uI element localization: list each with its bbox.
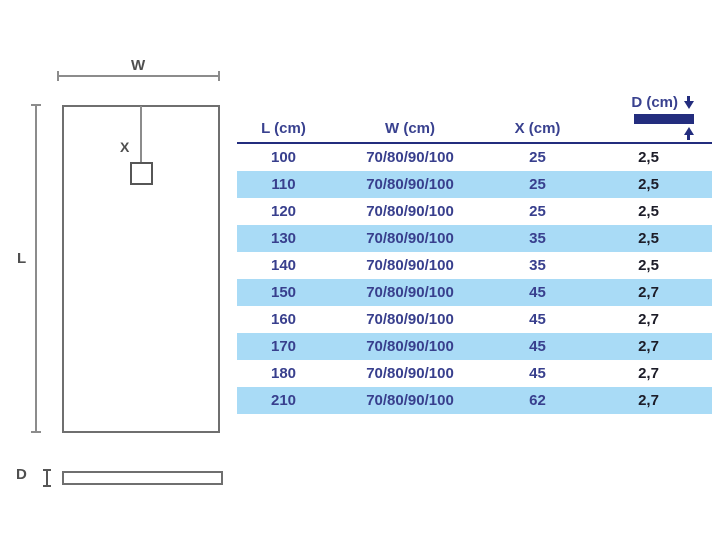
cell-width: 70/80/90/100 — [366, 338, 454, 355]
depth-dimension-tick-icon — [42, 469, 52, 487]
length-dimension-label: L — [17, 250, 27, 267]
ibeam-serif-bottom — [43, 485, 51, 487]
header-length: L (cm) — [261, 120, 306, 137]
cell-length: 140 — [270, 257, 297, 274]
width-dimension-tick-right — [218, 71, 220, 81]
table-row: 210 70/80/90/100 62 2,7 — [237, 387, 712, 414]
length-dimension-tick-top — [31, 104, 41, 106]
cell-drain-distance: 25 — [529, 149, 546, 166]
cell-depth: 2,5 — [638, 257, 659, 274]
header-depth-row: D (cm) — [631, 94, 694, 111]
cell-length: 130 — [270, 230, 297, 247]
cell-depth: 2,5 — [638, 203, 659, 220]
cell-depth: 2,7 — [638, 392, 659, 409]
table-row: 100 70/80/90/100 25 2,5 — [237, 144, 712, 171]
arrow-up-icon — [683, 127, 694, 140]
ibeam-bar — [46, 470, 48, 486]
arrow-stem — [687, 96, 690, 101]
table-row: 180 70/80/90/100 45 2,7 — [237, 360, 712, 387]
arrow-down-icon — [683, 96, 694, 109]
cell-width: 70/80/90/100 — [366, 203, 454, 220]
cell-length: 120 — [270, 203, 297, 220]
cell-depth: 2,7 — [638, 284, 659, 301]
cell-width: 70/80/90/100 — [366, 149, 454, 166]
header-depth: D (cm) — [631, 94, 678, 111]
drain-square — [130, 162, 153, 185]
cell-length: 150 — [270, 284, 297, 301]
drain-distance-label: X — [120, 139, 130, 155]
cell-drain-distance: 45 — [529, 284, 546, 301]
cell-depth: 2,5 — [638, 176, 659, 193]
cell-width: 70/80/90/100 — [366, 230, 454, 247]
cell-length: 210 — [270, 392, 297, 409]
tray-side-profile-outline — [62, 471, 223, 485]
cell-depth: 2,5 — [638, 149, 659, 166]
table-row: 170 70/80/90/100 45 2,7 — [237, 333, 712, 360]
header-depth-group: D (cm) — [631, 94, 712, 140]
width-dimension-label: W — [131, 57, 146, 74]
arrow-head — [683, 127, 694, 135]
width-dimension-tick-left — [57, 71, 59, 81]
cell-depth: 2,5 — [638, 230, 659, 247]
cell-width: 70/80/90/100 — [366, 311, 454, 328]
cell-length: 170 — [270, 338, 297, 355]
cell-width: 70/80/90/100 — [366, 392, 454, 409]
cell-drain-distance: 25 — [529, 176, 546, 193]
depth-dimension-label: D — [16, 466, 27, 483]
table-row: 130 70/80/90/100 35 2,5 — [237, 225, 712, 252]
cell-drain-distance: 45 — [529, 338, 546, 355]
arrow-stem — [687, 135, 690, 140]
table-row: 150 70/80/90/100 45 2,7 — [237, 279, 712, 306]
cell-length: 160 — [270, 311, 297, 328]
dimension-table: L (cm) W (cm) X (cm) D (cm) — [237, 85, 712, 414]
cell-width: 70/80/90/100 — [366, 176, 454, 193]
cell-length: 180 — [270, 365, 297, 382]
width-dimension-line — [58, 75, 219, 77]
table-header-row: L (cm) W (cm) X (cm) D (cm) — [237, 85, 712, 144]
cell-drain-distance: 45 — [529, 311, 546, 328]
cell-length: 100 — [270, 149, 297, 166]
table-row: 140 70/80/90/100 35 2,5 — [237, 252, 712, 279]
cell-drain-distance: 35 — [529, 257, 546, 274]
drain-offset-line — [140, 106, 142, 172]
table-row: 120 70/80/90/100 25 2,5 — [237, 198, 712, 225]
cell-length: 110 — [271, 176, 296, 193]
header-drain-distance: X (cm) — [514, 120, 561, 137]
cell-width: 70/80/90/100 — [366, 257, 454, 274]
table-row: 110 70/80/90/100 25 2,5 — [237, 171, 712, 198]
cell-drain-distance: 25 — [529, 203, 546, 220]
length-dimension-tick-bottom — [31, 431, 41, 433]
cell-width: 70/80/90/100 — [366, 284, 454, 301]
length-dimension-line — [35, 105, 37, 433]
header-width: W (cm) — [385, 120, 435, 137]
cell-depth: 2,7 — [638, 338, 659, 355]
arrow-head — [683, 101, 694, 109]
thickness-bar-icon — [634, 114, 694, 124]
cell-depth: 2,7 — [638, 311, 659, 328]
cell-drain-distance: 62 — [529, 392, 546, 409]
table-row: 160 70/80/90/100 45 2,7 — [237, 306, 712, 333]
cell-width: 70/80/90/100 — [366, 365, 454, 382]
table-body: 100 70/80/90/100 25 2,5 110 70/80/90/100… — [237, 144, 712, 414]
cell-drain-distance: 35 — [529, 230, 546, 247]
cell-drain-distance: 45 — [529, 365, 546, 382]
cell-depth: 2,7 — [638, 365, 659, 382]
